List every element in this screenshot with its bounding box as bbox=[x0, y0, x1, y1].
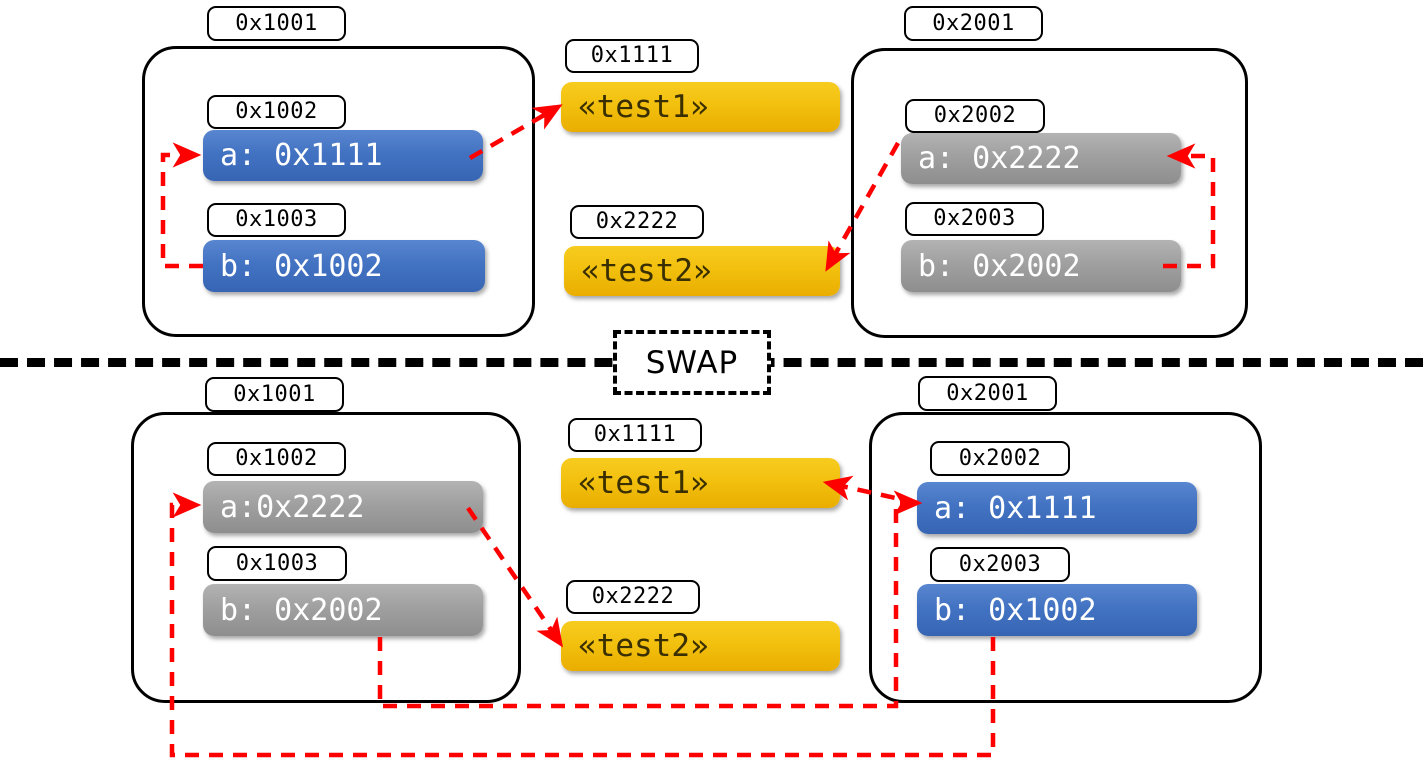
object-before-test2: «test2» bbox=[564, 246, 840, 296]
addr-after-left-region: 0x1001 bbox=[205, 377, 344, 412]
cell-after-left-slot-0: a:0x2222 bbox=[203, 481, 483, 533]
addr-before-left-slot-1: 0x1003 bbox=[207, 203, 346, 237]
cell-after-left-slot-1: b: 0x2002 bbox=[203, 584, 483, 636]
addr-before-right-slot-0: 0x2002 bbox=[905, 99, 1045, 133]
cell-after-right-slot-0: a: 0x1111 bbox=[917, 482, 1197, 534]
addr-before-right-region: 0x2001 bbox=[904, 6, 1043, 41]
swap-label: SWAP bbox=[613, 330, 771, 395]
addr-before-right-slot-1: 0x2003 bbox=[905, 202, 1044, 236]
object-after-test2: «test2» bbox=[561, 621, 840, 671]
addr-after-right-slot-0: 0x2002 bbox=[930, 441, 1070, 476]
addr-after-right-slot-1: 0x2003 bbox=[930, 547, 1070, 582]
addr-after-object-1: 0x2222 bbox=[566, 580, 700, 614]
addr-after-right-region: 0x2001 bbox=[918, 376, 1057, 411]
addr-before-object-0: 0x1111 bbox=[565, 39, 699, 73]
addr-after-left-slot-0: 0x1002 bbox=[207, 442, 346, 476]
object-before-test1: «test1» bbox=[561, 82, 840, 132]
addr-before-left-slot-0: 0x1002 bbox=[207, 95, 346, 129]
cell-before-left-slot-1: b: 0x1002 bbox=[203, 240, 485, 292]
region-before-right bbox=[851, 48, 1248, 338]
cell-after-right-slot-1: b: 0x1002 bbox=[917, 584, 1197, 636]
addr-before-left-region: 0x1001 bbox=[207, 6, 346, 41]
region-before-left bbox=[142, 46, 535, 337]
cell-before-left-slot-0: a: 0x1111 bbox=[203, 130, 483, 181]
cell-before-right-slot-0: a: 0x2222 bbox=[901, 133, 1181, 184]
addr-before-object-1: 0x2222 bbox=[570, 205, 704, 239]
cell-before-right-slot-1: b: 0x2002 bbox=[901, 240, 1181, 292]
addr-after-object-0: 0x1111 bbox=[568, 418, 702, 452]
addr-after-left-slot-1: 0x1003 bbox=[207, 546, 347, 581]
object-after-test1: «test1» bbox=[561, 458, 840, 508]
